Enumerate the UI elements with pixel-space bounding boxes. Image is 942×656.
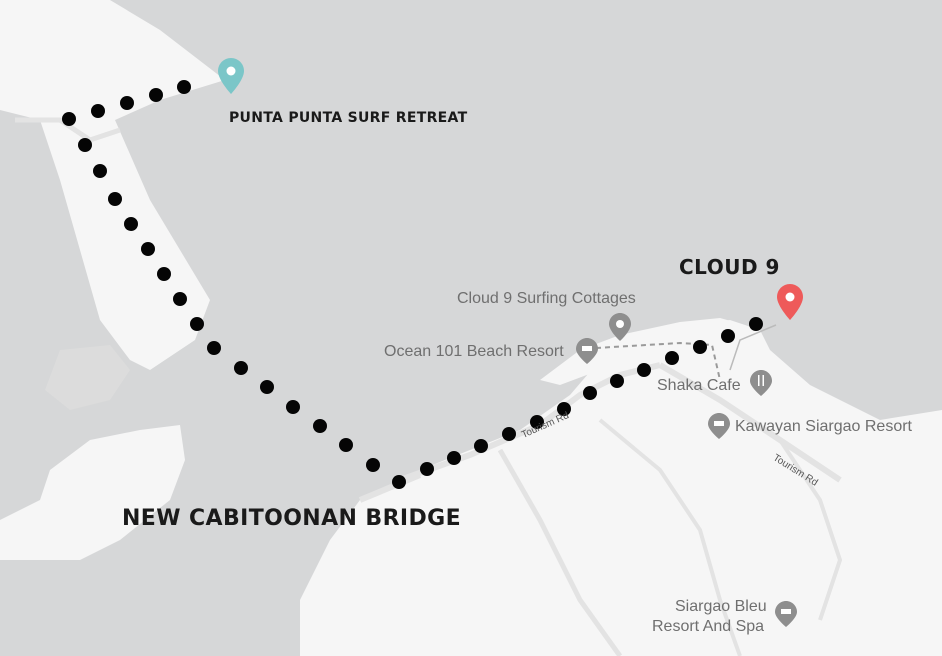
road-loop [778,438,843,621]
route-dot [286,400,300,414]
label-cottages[interactable]: Cloud 9 Surfing Cottages [457,290,636,307]
land-cloud9-tip [540,318,760,385]
route-dot [502,427,516,441]
route-dot [420,462,434,476]
label-bleu-line1[interactable]: Siargao Bleu [675,598,767,615]
route-dot [207,341,221,355]
road-bridge-approach [358,472,422,503]
route-dotted-line [62,80,763,489]
label-shaka[interactable]: Shaka Cafe [657,377,741,394]
route-dot [62,112,76,126]
route-dot [173,292,187,306]
label-bridge: NEW CABITOONAN BRIDGE [122,506,462,531]
route-dot [721,329,735,343]
route-dot [693,340,707,354]
label-kawayan[interactable]: Kawayan Siargao Resort [735,418,912,435]
route-dot [149,88,163,102]
route-dot [530,415,544,429]
label-ocean101[interactable]: Ocean 101 Beach Resort [384,343,564,360]
label-cloud9: CLOUD 9 [679,255,780,279]
route-dot [141,242,155,256]
origin-pin-icon[interactable] [218,58,244,94]
route-dot [583,386,597,400]
land-east-edge [880,410,942,560]
cottages-pin-icon[interactable] [609,313,631,341]
label-bleu-line2[interactable]: Resort And Spa [652,618,765,635]
kawayan-lodging-icon[interactable] [708,413,730,439]
road-inner [497,448,623,656]
route-dot [234,361,248,375]
pier-line [729,324,777,371]
route-dot [91,104,105,118]
route-dot [474,439,488,453]
route-dot [339,438,353,452]
road-nw [15,117,121,143]
route-dot [190,317,204,331]
label-punta-punta: PUNTA PUNTA SURF RETREAT [229,110,468,126]
route-dot [120,96,134,110]
route-dot [124,217,138,231]
land-cove [45,345,130,410]
road-tourism-south [658,362,842,483]
route-dot [78,138,92,152]
route-dot [610,374,624,388]
route-dot [557,402,571,416]
bleu-lodging-icon[interactable] [775,601,797,627]
route-dot [313,419,327,433]
destination-pin-icon[interactable] [777,284,803,320]
ocean101-lodging-icon[interactable] [576,338,598,364]
route-dot [108,192,122,206]
land-east [300,320,942,656]
route-dot [749,317,763,331]
route-dot [637,363,651,377]
route-dot [157,267,171,281]
route-dot [366,458,380,472]
road-inner-2 [598,418,742,656]
route-dot [93,164,107,178]
shaka-restaurant-icon[interactable] [750,370,772,396]
land-southwest [0,425,185,560]
route-dot [260,380,274,394]
route-dot [392,475,406,489]
route-dot [177,80,191,94]
route-dot [447,451,461,465]
route-dot [665,351,679,365]
